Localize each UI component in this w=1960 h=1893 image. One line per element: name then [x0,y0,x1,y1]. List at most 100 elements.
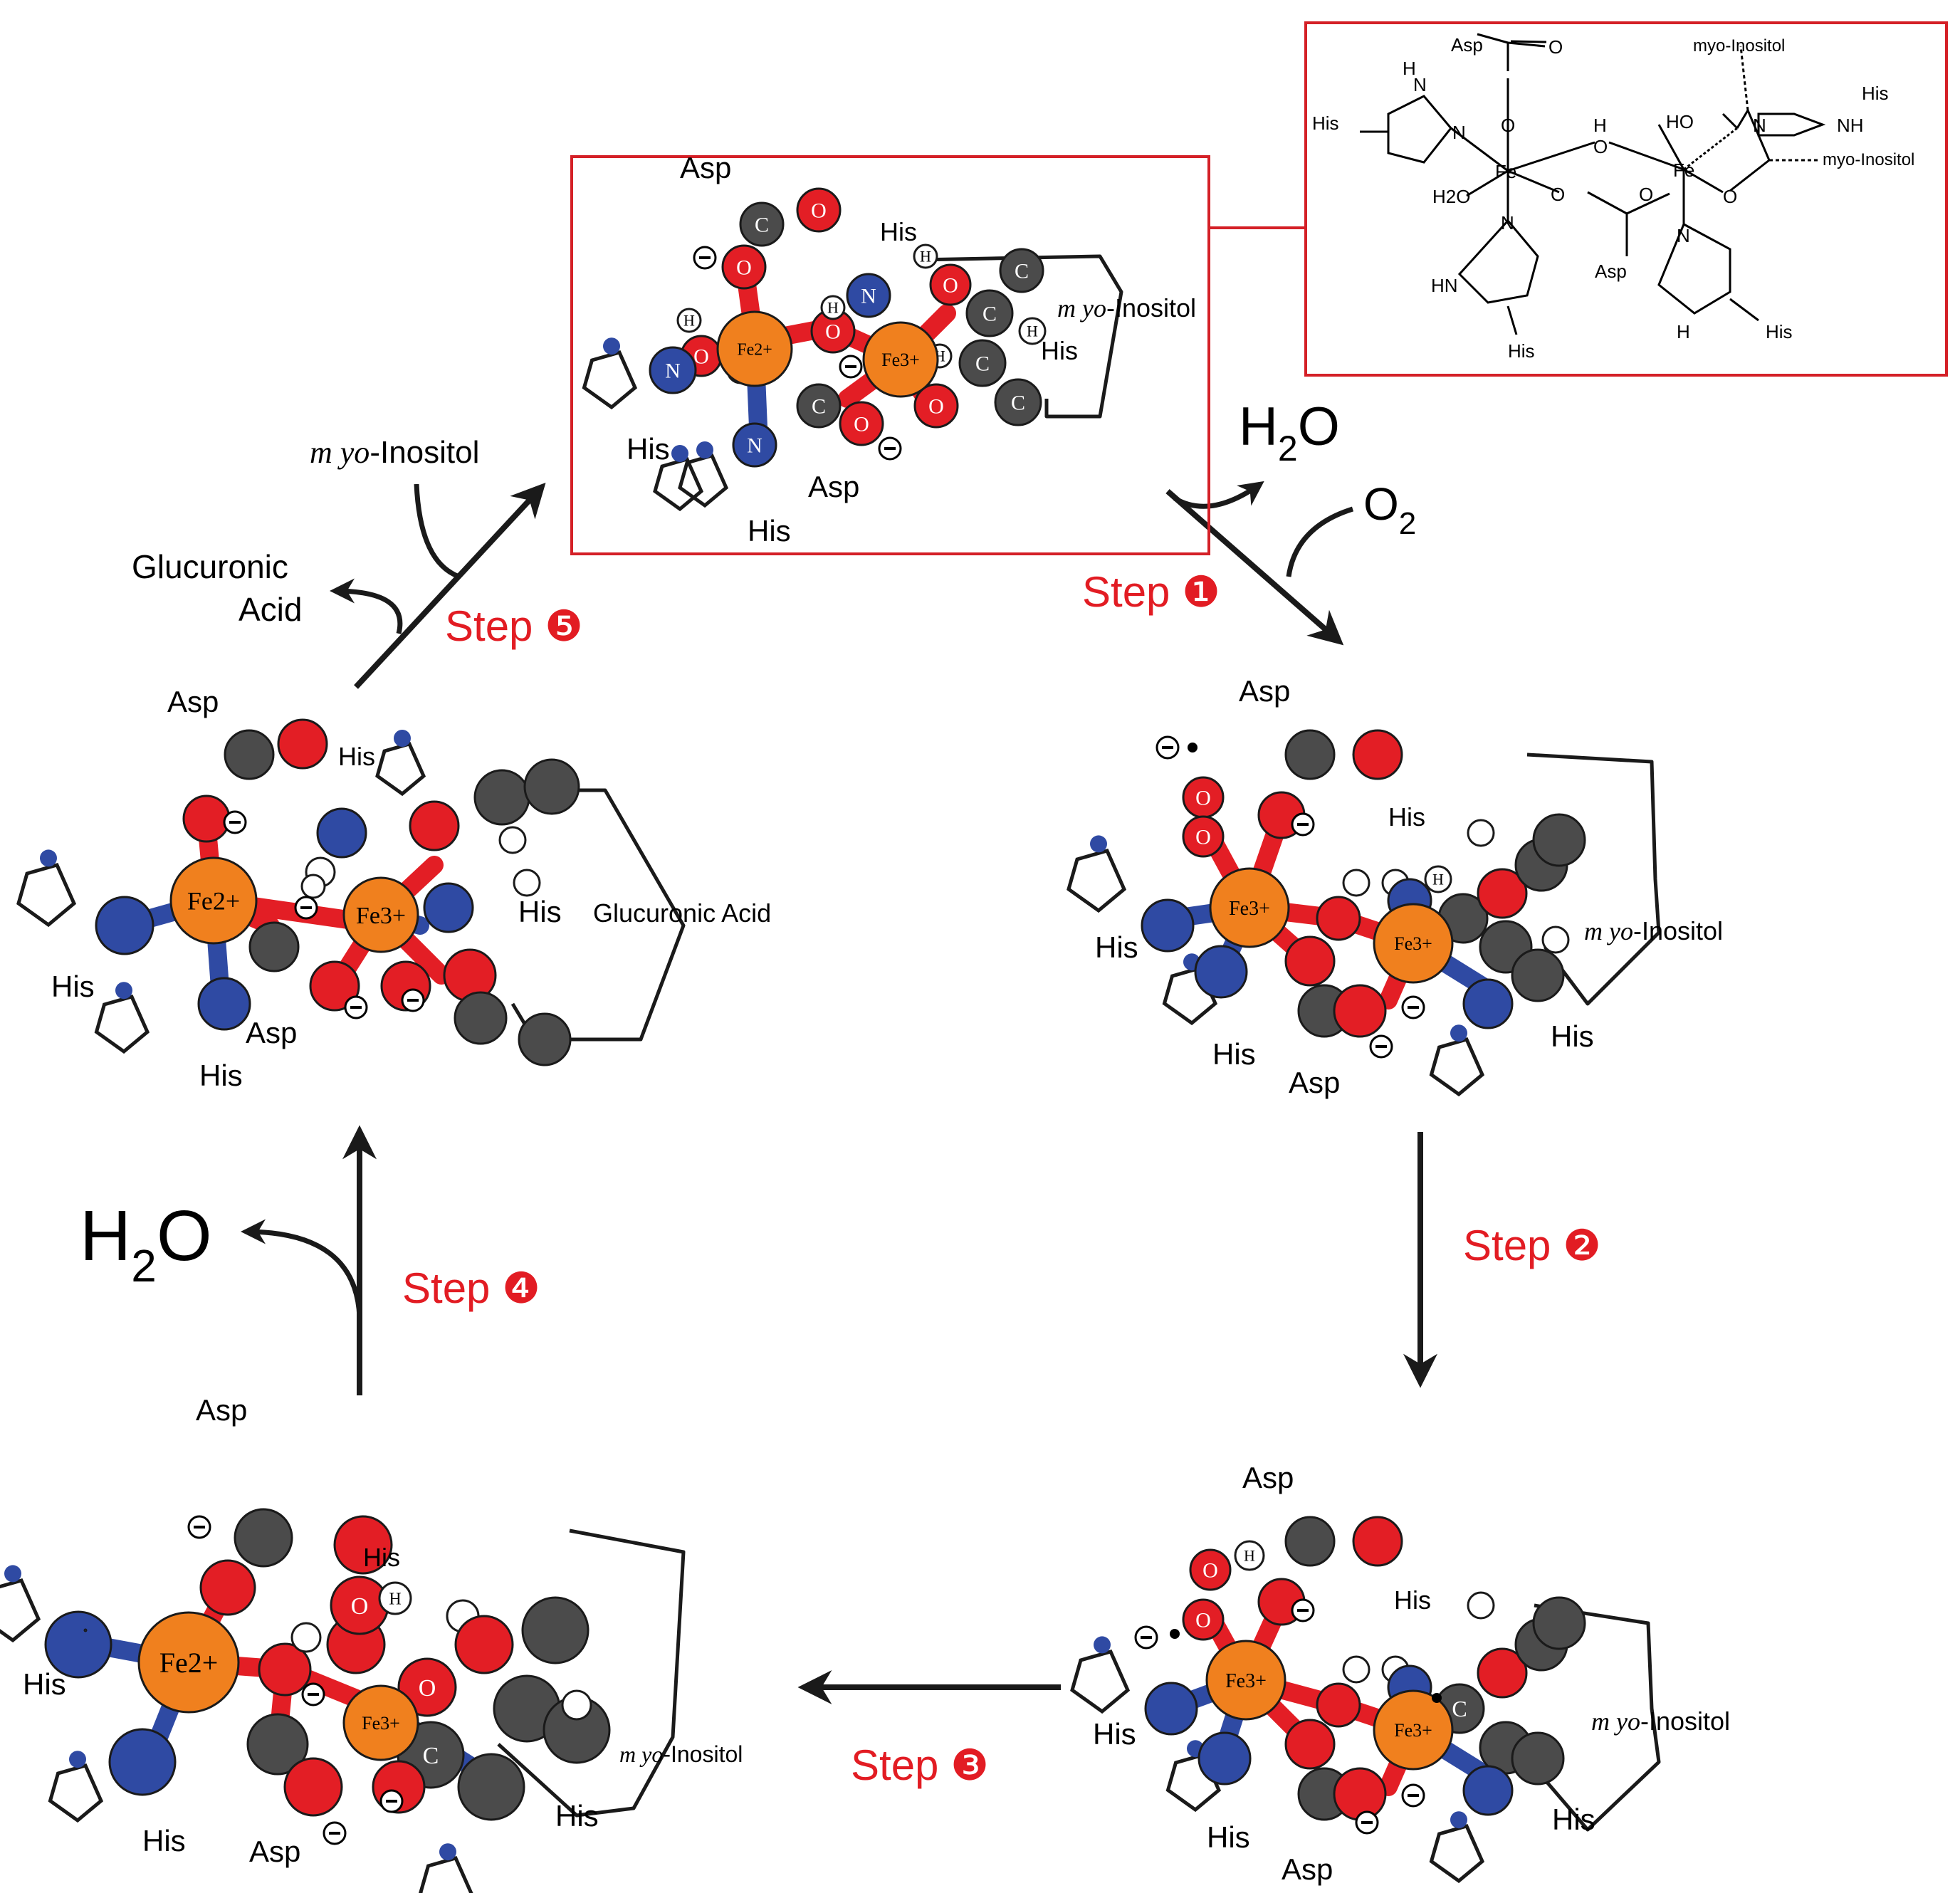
atom-label: Fe3+ [881,350,920,370]
atom-o [277,718,328,770]
backbone-line [1526,753,1661,1006]
inset-fe-left: Fe [1495,161,1516,182]
atom-label: C [812,395,826,419]
atom-fe [169,856,258,945]
atom-fe [862,321,939,398]
atom-o [1477,868,1528,919]
inset-hn-left: H [1403,58,1416,79]
atom-h [290,1622,322,1653]
backbone-line [918,254,1123,419]
atom-label: C [982,303,997,326]
atom-c [1532,1596,1586,1650]
atom-label: Fe3+ [362,1713,400,1734]
atom-h [513,869,541,897]
i2-his-right: His [1552,1803,1595,1836]
atom-n [108,1728,177,1796]
atom-label: N [665,360,681,383]
inset-n-bottom-right: N [1677,225,1690,246]
backbone-line [497,1528,686,1818]
inset-fe-right: Fe [1673,159,1694,181]
inset-hn-bottom-left: HN [1431,275,1458,296]
atom-c [965,289,1014,337]
i4-his-bottom: His [199,1059,243,1092]
i1-his-left: His [1095,930,1138,964]
atom-h [300,874,326,899]
step1-h2o-out-curve [1173,481,1264,509]
atom-fe [342,876,419,953]
atom-n [1141,898,1195,953]
inset-n-left: N [1452,122,1466,143]
step4-h2o-out-curve [241,1219,362,1318]
step2-label: Step ❷ [1463,1222,1601,1269]
inset-o-top: O [1548,36,1563,58]
inset-myo-top: myo-Inositol [1693,36,1785,56]
inset-o-right: O [1639,184,1653,205]
atom-h [498,826,527,854]
atom-label: C [1452,1696,1467,1721]
atom-h [1018,317,1047,345]
h2o-released-step1: H2O [1239,397,1340,468]
atom-label: O [854,413,869,436]
atom-c [1511,1731,1565,1785]
step-labels: Step ❶ Step ❷ Step ❸ Step ❹ Step ❺ [402,568,1601,1789]
atom-label: H [1244,1547,1255,1565]
i2-myo: m yo-Inositol [1591,1706,1730,1736]
atom-c [739,201,785,247]
atom-c [1532,813,1586,867]
atom-h [1467,1591,1495,1620]
atom-o [1352,1516,1403,1567]
i2-his-left: His [1093,1717,1136,1751]
i3-his-top: His [363,1543,400,1572]
step4-label: Step ❹ [402,1264,540,1312]
imidazole-ring [1162,965,1218,1026]
atom-o [182,795,231,843]
atom-label: H [920,248,931,266]
atom-n [83,1628,88,1632]
atom-c [457,1753,525,1821]
atom-label: Fe3+ [1394,933,1432,954]
o2-consumed-step1: O2 [1363,478,1416,541]
atom-h [378,1581,412,1615]
atom-h [820,295,846,320]
atom-fe [342,1684,419,1761]
inset-n-bottom-left: N [1501,212,1514,234]
atom-label: H [1027,323,1038,340]
atom-n-small [394,730,411,747]
atom-c [994,378,1042,426]
atom-label: Fe2+ [187,887,240,916]
atom-label: Fe3+ [1225,1670,1267,1692]
atom-o [283,1757,343,1817]
atom-n [95,896,154,955]
atom-n-small [696,441,713,458]
atom-label: C [975,352,990,376]
atom-n [1462,1765,1514,1816]
rs-his-top: His [880,217,917,246]
atom-h [1541,925,1570,954]
atom-label: H [389,1590,401,1608]
i1-his-top: His [1388,802,1425,832]
step5-label: Step ❺ [445,602,583,650]
atom-n [649,346,697,394]
rs-his-right: His [1041,336,1078,365]
atom-label: O [928,395,944,419]
atom-c [521,1596,589,1664]
atom-label: O [825,320,841,344]
i1-myo: m yo-Inositol [1584,916,1723,945]
atom-o [1182,1598,1225,1641]
atom-c [1284,729,1336,780]
i4-asp: Asp [167,685,219,718]
i4-his-top: His [338,742,375,771]
atom-label: O [351,1593,369,1620]
i2-asp: Asp [1242,1461,1294,1494]
i4-asp-bottom: Asp [246,1016,297,1049]
step1-arrow [1165,488,1344,646]
atom-n-small [1450,1024,1467,1042]
atom-n [197,977,251,1031]
step5-substrate-in-curve [414,483,461,580]
i2-his-top: His [1394,1585,1431,1615]
imidazole-ring [582,350,638,410]
atom-label: Fe2+ [737,340,772,359]
atom-n [1144,1682,1198,1736]
i4-glucuronic: Glucuronic Acid [593,898,771,928]
